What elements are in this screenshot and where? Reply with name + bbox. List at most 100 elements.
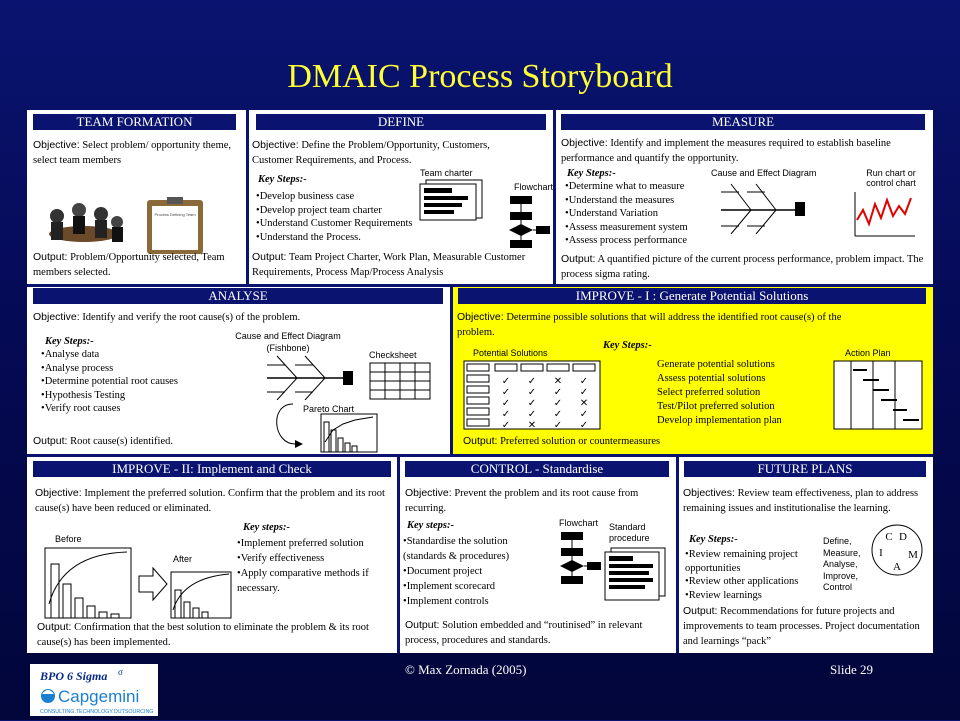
list-item: Understand the measures: [565, 194, 735, 208]
measure-key-steps-label: Key Steps:-: [567, 168, 616, 179]
svg-text:✓: ✓: [554, 398, 562, 409]
dmaic-letter: M: [908, 549, 918, 561]
svg-text:✓: ✓: [528, 387, 536, 398]
svg-text:✓: ✓: [502, 398, 510, 409]
control-header: CONTROL - Standardise: [405, 461, 669, 477]
list-item: Assess measurement system: [565, 221, 735, 235]
divider: [246, 110, 249, 286]
divider: [676, 456, 679, 653]
dmaic-letter: C: [885, 531, 892, 543]
fishbone-icon: [267, 355, 353, 400]
list-item: Determine what to measure: [565, 180, 735, 194]
team-formation-panel: Objective: Select problem/ opportunity t…: [33, 134, 241, 282]
list-item: Standardise the solution (standards & pr…: [403, 534, 543, 564]
divider: [397, 456, 400, 653]
improve2-output: Output: Confirmation that the best solut…: [37, 621, 369, 648]
team-objective: Objective: Select problem/ opportunity t…: [33, 139, 232, 166]
capgemini-logo-icon: BPO 6 Sigma σ Capgemini CONSULTING.TECHN…: [39, 667, 153, 715]
svg-text:Capgemini: Capgemini: [58, 687, 139, 706]
after-caption: After: [173, 554, 193, 564]
measure-output: Output: A quantified picture of the curr…: [561, 253, 924, 280]
analyse-panel: Objective: Identify and verify the root …: [33, 306, 447, 453]
list-item: Test/Pilot preferred solution: [657, 401, 775, 412]
fishbone-icon: [721, 183, 805, 234]
svg-text:✓: ✓: [580, 409, 588, 420]
list-item: Verify root causes: [41, 402, 221, 416]
measure-header: MEASURE: [561, 114, 925, 130]
measure-objective: Objective: Identify and implement the me…: [561, 137, 891, 164]
list-item: Analyse process: [41, 362, 221, 376]
improve1-objective: Objective: Determine possible solutions …: [457, 311, 842, 338]
checksheet-icon: [369, 362, 431, 400]
list-item: Review remaining project opportunities: [685, 548, 821, 575]
control-flowchart-caption: Flowchart: [559, 518, 599, 528]
team-formation-header: TEAM FORMATION: [33, 114, 236, 130]
svg-text:σ: σ: [118, 667, 123, 677]
svg-text:✓: ✓: [502, 409, 510, 420]
divider: [27, 454, 933, 457]
list-item: Generate potential solutions: [657, 359, 775, 370]
before-caption: Before: [55, 534, 82, 544]
improve2-header: IMPROVE - II: Implement and Check: [33, 461, 391, 477]
future-plans-panel: Objectives: Review team effectiveness, p…: [681, 482, 931, 652]
svg-text:✕: ✕: [580, 398, 588, 409]
list-item: Assess process performance: [565, 234, 735, 248]
list-item: Understand Variation: [565, 207, 735, 221]
control-output: Output: Solution embedded and “routinise…: [405, 619, 643, 646]
cause-effect-caption: Cause and Effect Diagram: [711, 168, 817, 178]
svg-text:✓: ✓: [580, 387, 588, 398]
list-item: Implement controls: [403, 594, 543, 609]
svg-text:✓: ✓: [502, 376, 510, 387]
svg-text:✓: ✓: [502, 387, 510, 398]
list-item: Implement preferred solution: [237, 536, 387, 551]
potential-solutions-caption: Potential Solutions: [473, 348, 548, 358]
control-objective: Objective: Prevent the problem and its r…: [405, 487, 639, 514]
define-header: DEFINE: [256, 114, 546, 130]
slide-number: Slide 29: [830, 662, 873, 677]
divider: [553, 110, 556, 286]
flowchart-icon: [509, 196, 550, 248]
improve2-panel: Objective: Implement the preferred solut…: [33, 482, 395, 652]
svg-text:✓: ✓: [502, 420, 510, 431]
pareto-chart-icon: [276, 403, 378, 453]
svg-text:✓: ✓: [554, 409, 562, 420]
define-output: Output: Team Project Charter, Work Plan,…: [252, 251, 526, 278]
capgemini-logo: BPO 6 Sigma σ Capgemini CONSULTING.TECHN…: [30, 664, 158, 716]
analyse-header: ANALYSE: [33, 288, 443, 304]
clipboard-text: Process Defining Team: [154, 212, 196, 217]
control-key-steps-label: Key steps:-: [407, 520, 454, 531]
fishbone-caption: Cause and Effect Diagram (Fishbone): [235, 331, 341, 353]
list-item: Develop project team charter: [256, 204, 446, 218]
list-item: Assess potential solutions: [657, 373, 766, 384]
future-plans-header: FUTURE PLANS: [684, 461, 926, 477]
checksheet-caption: Checksheet: [369, 350, 417, 360]
list-item: Implement scorecard: [403, 579, 543, 594]
page-title: DMAIC Process Storyboard: [287, 58, 673, 95]
define-panel: Objective: Define the Problem/Opportunit…: [252, 134, 553, 282]
improve1-key-steps: Generate potential solutions Assess pote…: [657, 358, 837, 428]
divider: [27, 284, 933, 287]
measure-panel: Objective: Identify and implement the me…: [561, 132, 927, 282]
future-output: Output: Recommendations for future proje…: [683, 605, 920, 647]
improve1-panel: Objective: Determine possible solutions …: [457, 306, 929, 452]
list-item: Understand the Process.: [256, 231, 446, 245]
team-output: Output: Problem/Opportunity selected, Te…: [33, 251, 225, 278]
list-item: Determine potential root causes: [41, 375, 221, 389]
svg-text:✓: ✓: [528, 409, 536, 420]
list-item: Select preferred solution: [657, 387, 761, 398]
dmaic-letter: I: [879, 547, 883, 559]
potential-solutions-matrix: ✓✓✕✓ ✓✓✓✓ ✓✓✓✕ ✓✓✓✓ ✓✕✓✓: [463, 360, 601, 431]
svg-text:BPO 6 Sigma: BPO 6 Sigma: [39, 669, 107, 683]
define-key-steps: Develop business case Develop project te…: [256, 190, 446, 244]
list-item: Develop business case: [256, 190, 446, 204]
run-chart-caption: Run chart or control chart: [866, 168, 916, 188]
standard-procedure-caption: Standard procedure: [609, 522, 650, 543]
improve1-output: Output: Preferred solution or countermea…: [463, 435, 661, 447]
svg-text:✓: ✓: [580, 376, 588, 387]
dmaic-words: Define, Measure, Analyse, Improve, Contr…: [823, 536, 861, 592]
dmaic-cycle-icon: D M A I C: [871, 524, 923, 576]
define-key-steps-label: Key Steps:-: [258, 174, 307, 185]
team-charter-caption: Team charter: [420, 168, 473, 178]
svg-text:✓: ✓: [580, 420, 588, 431]
copyright-text: © Max Zornada (2005): [405, 662, 527, 677]
